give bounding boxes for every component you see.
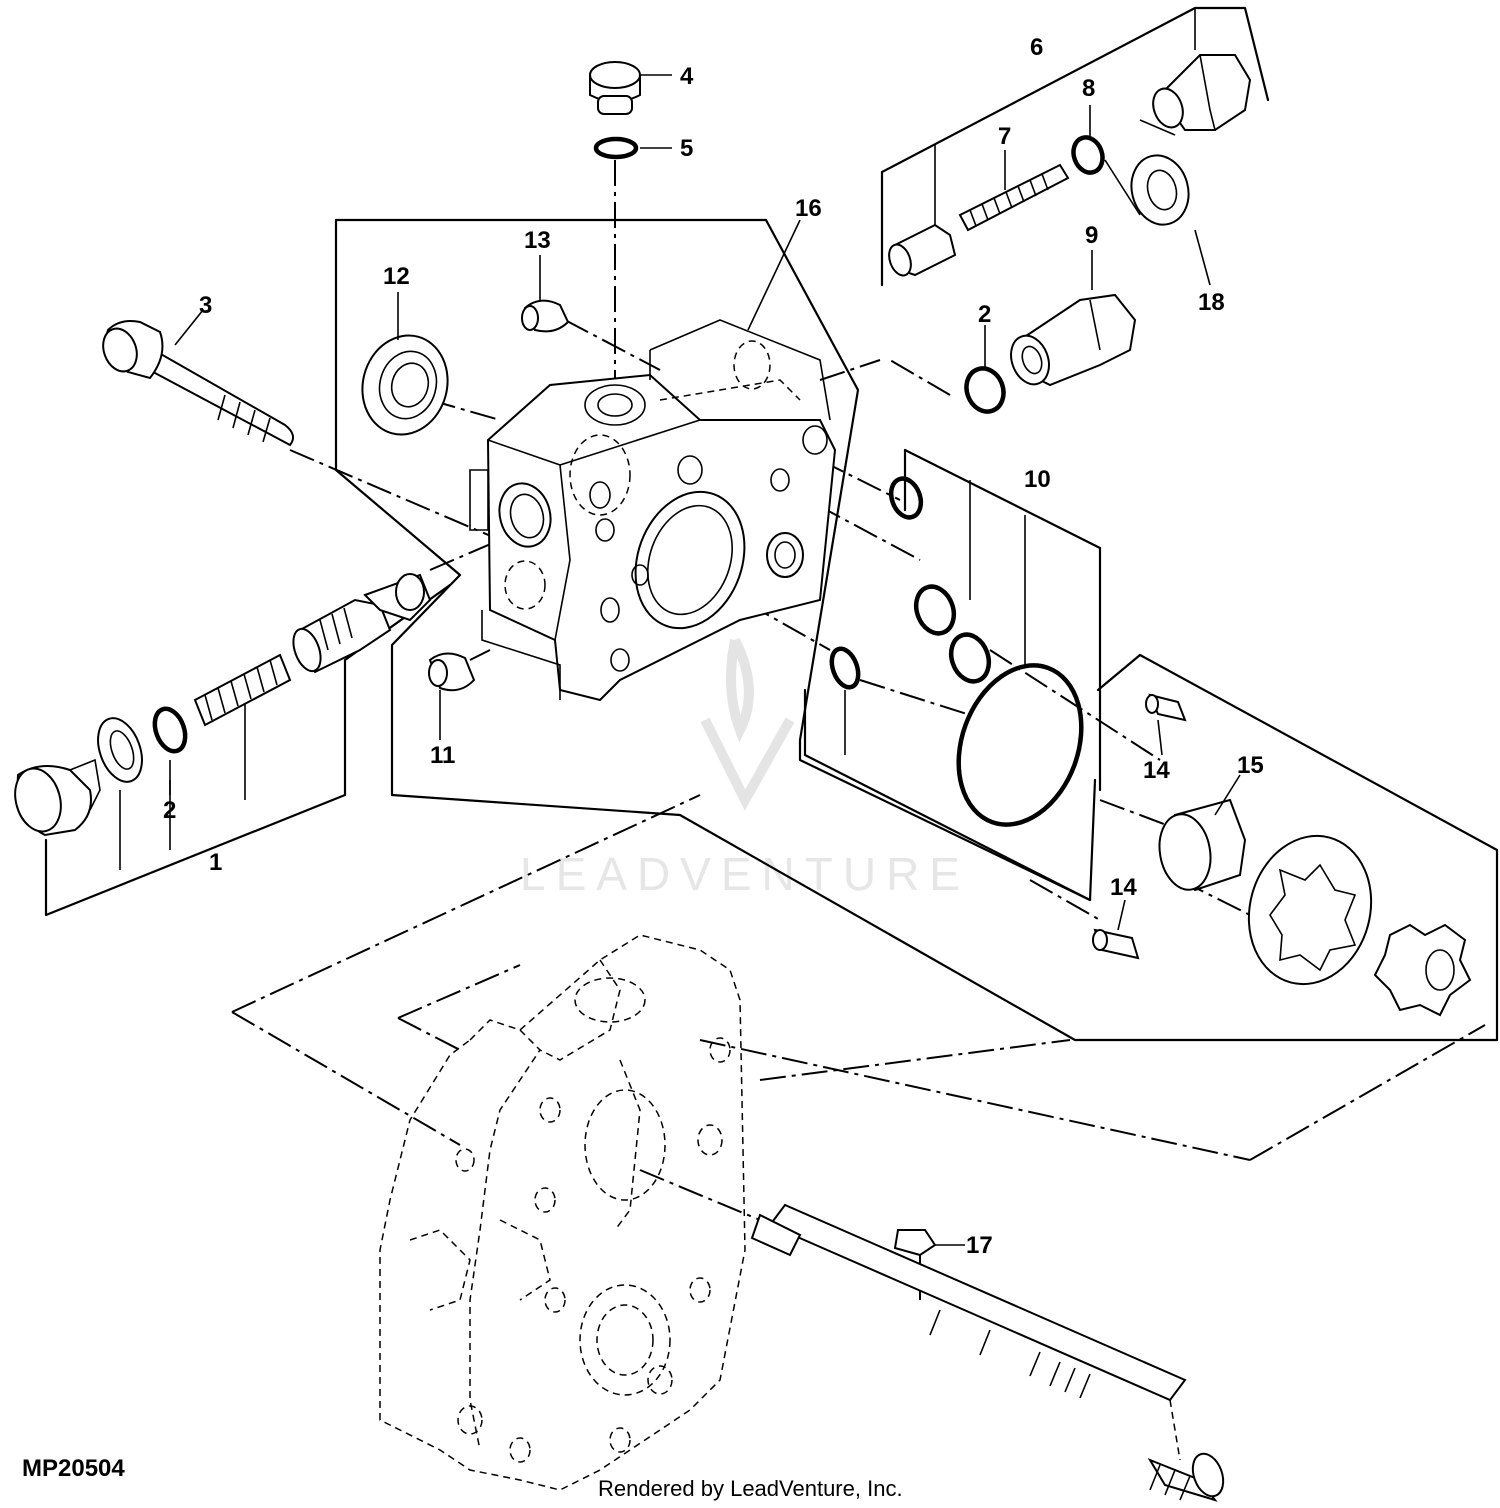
part-spring-7 [958, 163, 1070, 232]
callout-18: 18 [1198, 289, 1225, 316]
part-fitting-9 [1010, 293, 1137, 387]
callout-7: 7 [998, 123, 1011, 150]
part-washer-18 [1104, 119, 1190, 226]
callout-2-left: 2 [163, 797, 176, 824]
part-key-17 [893, 1229, 937, 1257]
part-orings-10 [829, 476, 1084, 827]
part-bypass-valve-1 [14, 573, 432, 837]
callout-leaders [169, 74, 1241, 1246]
callout-5: 5 [680, 135, 693, 162]
part-bushing-15 [1158, 798, 1247, 892]
part-pump-body-16 [469, 319, 837, 702]
callout-labels: 1 2 2 3 4 5 6 7 8 9 10 11 12 13 14 14 15… [163, 34, 1264, 1259]
watermark-text: LEADVENTURE [520, 848, 970, 900]
callout-9: 9 [1085, 222, 1098, 249]
part-relief-valve-6 [888, 54, 1252, 277]
group-outline-6 [880, 6, 1270, 287]
callout-13: 13 [524, 227, 551, 254]
part-bearing-12 [361, 334, 449, 436]
callout-1: 1 [209, 849, 222, 876]
callout-3: 3 [199, 292, 212, 319]
part-dowel-14-lower [1092, 928, 1140, 960]
part-pump-shaft [750, 1203, 1225, 1502]
callout-15: 15 [1237, 752, 1264, 779]
callout-14-lower: 14 [1110, 874, 1137, 901]
watermark-logo [700, 637, 795, 811]
callout-6: 6 [1030, 34, 1043, 61]
render-credit: Rendered by LeadVenture, Inc. [598, 1476, 903, 1501]
group-outline-gears [1096, 653, 1499, 852]
part-oring-8 [1071, 135, 1105, 175]
part-plug-4 [589, 61, 641, 115]
part-transmission-case [379, 934, 746, 1491]
callout-17: 17 [966, 1232, 993, 1259]
part-plug-11 [428, 652, 476, 692]
part-dowel-14-upper [1145, 693, 1187, 722]
part-plug-13 [521, 299, 570, 333]
callout-10: 10 [1024, 466, 1051, 493]
part-inner-rotor [1373, 923, 1472, 1017]
callout-11: 11 [430, 742, 455, 769]
part-oring-5 [593, 136, 639, 160]
callout-4: 4 [680, 63, 694, 90]
callout-16: 16 [795, 195, 822, 222]
callout-12: 12 [383, 263, 410, 290]
callout-2-right: 2 [978, 301, 991, 328]
figure-id: MP20504 [22, 1455, 125, 1482]
assembly-centerlines [231, 160, 1486, 1300]
part-outer-gear [1247, 834, 1373, 986]
callout-14-upper: 14 [1143, 757, 1170, 784]
part-oring-2-right [964, 366, 1006, 414]
callout-8: 8 [1082, 75, 1095, 102]
part-capscrew-3 [102, 320, 295, 447]
